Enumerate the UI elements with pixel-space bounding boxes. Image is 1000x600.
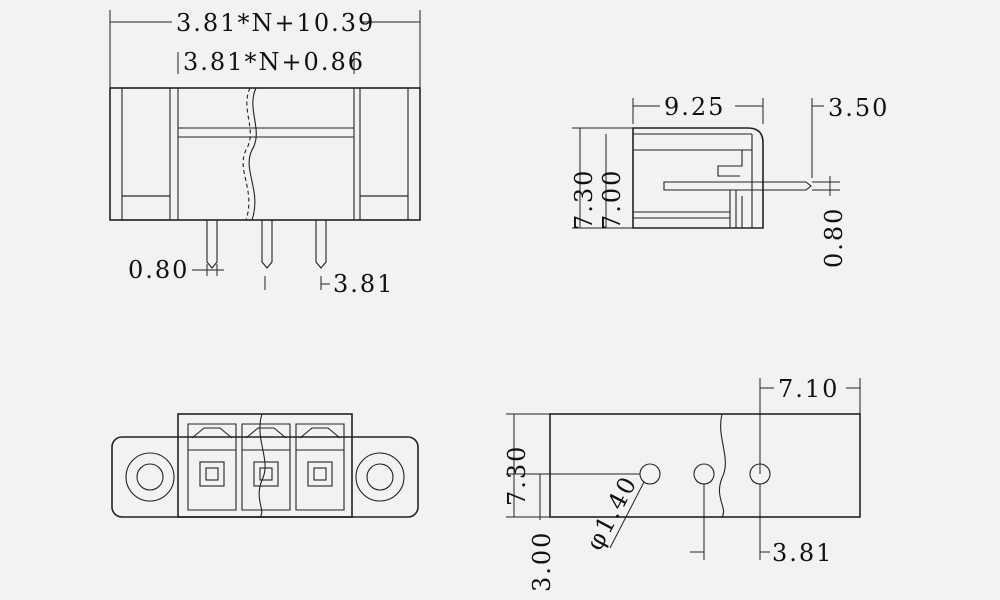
side-height-outer-label: 7.30 (570, 169, 598, 230)
bottom-height-label: 7.30 (503, 445, 531, 506)
dim-front-total-width: 3.81*N+10.39 (109, 9, 421, 88)
front-total-width-label: 3.81*N+10.39 (176, 9, 375, 37)
dim-front-inner-width: 3.81*N+0.86 (177, 48, 365, 76)
side-view: 9.25 3.50 7.30 7.00 0.80 (570, 93, 889, 268)
side-pin-thickness-label: 0.80 (820, 207, 848, 268)
front-view: 3.81*N+10.39 3.81*N+0.86 0.80 3.81 (109, 9, 421, 298)
terminal-3 (295, 423, 345, 511)
dim-pin-pitch: 3.81 (264, 270, 394, 298)
hole-diameter-label: φ1.40 (581, 471, 643, 555)
dim-pin-width: 0.80 (128, 256, 224, 284)
pin-hole-2 (693, 463, 715, 485)
bottom-edge-offset-label: 7.10 (778, 375, 839, 403)
bottom-view: 7.10 7.30 3.00 φ1.40 3.81 (503, 375, 861, 592)
pin-pitch-label: 3.81 (333, 270, 394, 298)
front-inner-width-label: 3.81*N+0.86 (183, 48, 365, 76)
terminal-1 (187, 423, 237, 511)
side-depth-label: 9.25 (664, 93, 725, 121)
side-height-inner-label: 7.00 (598, 169, 626, 230)
top-view (111, 413, 419, 518)
side-pin-offset-label: 3.50 (828, 94, 889, 122)
pin-width-label: 0.80 (128, 256, 189, 284)
bottom-hole-offset-label: 3.00 (528, 531, 556, 592)
bottom-pitch-label: 3.81 (772, 539, 833, 567)
terminal-2 (241, 423, 291, 511)
pin-hole-1 (639, 463, 661, 485)
